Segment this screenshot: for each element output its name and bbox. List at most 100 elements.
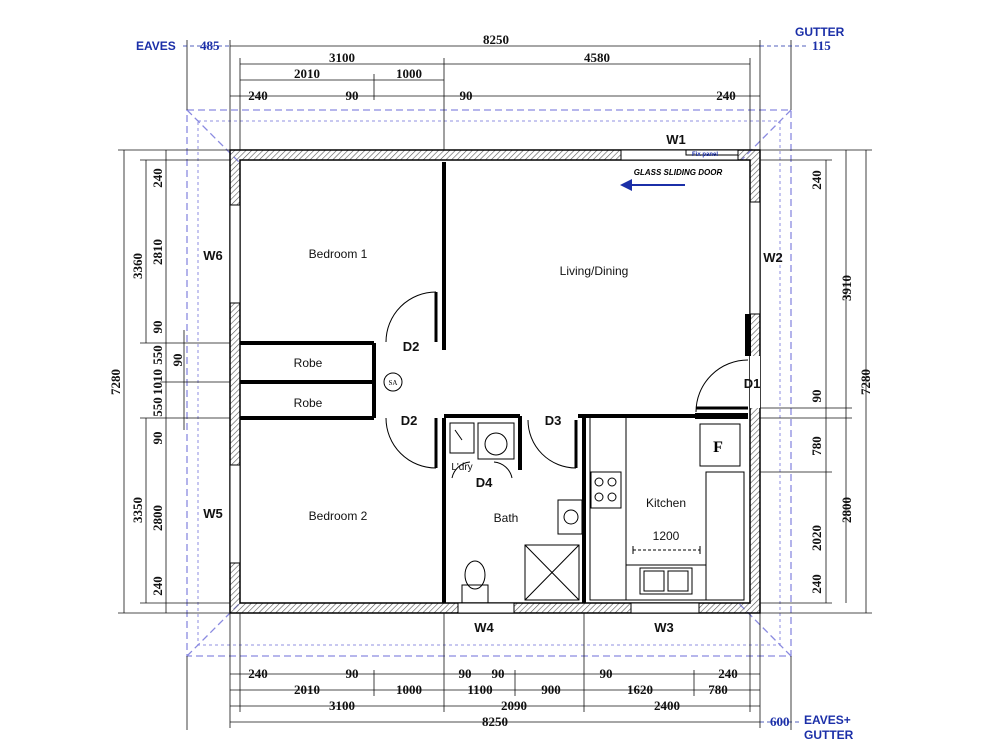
svg-text:550: 550 — [150, 345, 165, 365]
tag-d3: D3 — [545, 413, 562, 428]
svg-text:2810: 2810 — [150, 239, 165, 265]
svg-text:2800: 2800 — [839, 497, 854, 523]
svg-text:780: 780 — [708, 682, 728, 697]
svg-text:90: 90 — [346, 666, 359, 681]
washing-machine — [477, 422, 515, 460]
svg-text:240: 240 — [248, 88, 268, 103]
tag-w6: W6 — [203, 248, 223, 263]
tag-w4: W4 — [474, 620, 494, 635]
window-w2 — [749, 201, 761, 315]
svg-text:2010: 2010 — [294, 682, 320, 697]
svg-text:3350: 3350 — [130, 497, 145, 523]
fix-panel-label: Fix panel — [692, 152, 718, 158]
top-dimensions — [186, 40, 792, 150]
svg-text:2010: 2010 — [294, 66, 320, 81]
svg-text:8250: 8250 — [482, 714, 508, 729]
room-laundry: L'dry — [451, 462, 472, 473]
eaves-gutter-label-2: GUTTER — [804, 728, 854, 742]
svg-text:90: 90 — [150, 432, 165, 445]
opening-tags: W1 W2 W3 W4 W5 W6 D1 D2 D2 D3 D4 Fix pan… — [203, 132, 783, 635]
svg-text:240: 240 — [809, 574, 824, 594]
room-labels: Bedroom 1 Bedroom 2 Living/Dining Robe R… — [294, 247, 723, 543]
room-living-dining: Living/Dining — [560, 264, 629, 278]
svg-text:90: 90 — [170, 354, 185, 367]
room-robe-2: Robe — [294, 396, 323, 410]
svg-text:240: 240 — [718, 666, 738, 681]
svg-text:2800: 2800 — [150, 505, 165, 531]
svg-text:1620: 1620 — [627, 682, 653, 697]
svg-text:780: 780 — [809, 436, 824, 456]
tag-w1: W1 — [666, 132, 686, 147]
room-bath: Bath — [494, 511, 519, 525]
kitchen-dimension: 1200 — [653, 529, 680, 543]
room-robe-1: Robe — [294, 356, 323, 370]
svg-text:240: 240 — [809, 170, 824, 190]
bath-fixtures — [449, 422, 583, 604]
window-w6 — [229, 204, 241, 304]
svg-text:3100: 3100 — [329, 698, 355, 713]
laundry-tub — [449, 422, 475, 454]
svg-text:240: 240 — [716, 88, 736, 103]
kitchen-fixtures — [589, 415, 745, 601]
tag-d4: D4 — [476, 475, 493, 490]
toilet — [461, 584, 489, 604]
svg-text:1000: 1000 — [396, 682, 422, 697]
svg-text:3100: 3100 — [329, 50, 355, 65]
right-dimensions — [760, 149, 872, 614]
gutter-label: GUTTER — [795, 25, 845, 39]
sliding-door-arrow — [620, 179, 685, 191]
eaves-value: 485 — [200, 38, 220, 53]
svg-text:240: 240 — [248, 666, 268, 681]
svg-text:90: 90 — [492, 666, 505, 681]
svg-text:240: 240 — [150, 168, 165, 188]
window-w3 — [630, 602, 700, 614]
svg-text:2400: 2400 — [654, 698, 680, 713]
tag-d2-lower: D2 — [401, 413, 418, 428]
top-dimension-text: 8250 3100 4580 2010 1000 240 90 90 240 — [248, 32, 736, 103]
door-d1-gap — [750, 356, 760, 408]
eaves-gutter-label-1: EAVES+ — [804, 713, 851, 727]
right-dimension-text: 7280 3910 2800 240 90 780 2020 240 — [809, 170, 873, 594]
svg-text:1010: 1010 — [150, 369, 165, 395]
svg-text:3910: 3910 — [839, 275, 854, 301]
svg-text:2020: 2020 — [809, 525, 824, 551]
room-bedroom-2: Bedroom 2 — [309, 509, 368, 523]
tag-d1: D1 — [744, 376, 761, 391]
svg-text:900: 900 — [541, 682, 561, 697]
svg-text:1000: 1000 — [396, 66, 422, 81]
smoke-alarm-icon — [383, 372, 403, 392]
fridge-label: F — [713, 439, 723, 456]
door-swings — [385, 291, 749, 479]
svg-text:90: 90 — [600, 666, 613, 681]
internal-walls — [240, 159, 751, 603]
left-dimensions — [118, 149, 230, 614]
tag-w3: W3 — [654, 620, 674, 635]
room-kitchen: Kitchen — [646, 496, 686, 510]
cooktop — [590, 471, 622, 509]
eaves-gutter-labels: EAVES 485 GUTTER 115 EAVES+ GUTTER 600 — [136, 25, 854, 742]
eaves-gutter-value: 600 — [770, 714, 790, 729]
window-w5 — [229, 464, 241, 564]
svg-text:90: 90 — [809, 390, 824, 403]
eaves-label: EAVES — [136, 39, 176, 53]
fridge — [699, 423, 741, 467]
tag-w2: W2 — [763, 250, 783, 265]
shower — [524, 544, 580, 601]
svg-text:1100: 1100 — [467, 682, 492, 697]
svg-text:90: 90 — [460, 88, 473, 103]
gutter-value: 115 — [812, 38, 831, 53]
svg-text:7280: 7280 — [108, 369, 123, 395]
svg-text:90: 90 — [150, 321, 165, 334]
window-w4 — [457, 602, 515, 614]
room-bedroom-1: Bedroom 1 — [309, 247, 368, 261]
tag-d2-upper: D2 — [403, 339, 420, 354]
smoke-alarm-label: SA — [389, 379, 398, 387]
sink — [639, 567, 693, 595]
svg-text:3360: 3360 — [130, 253, 145, 279]
svg-text:90: 90 — [459, 666, 472, 681]
svg-text:2090: 2090 — [501, 698, 527, 713]
bottom-dimension-text: 240 90 90 90 90 240 2010 1000 1100 900 1… — [248, 666, 738, 729]
svg-text:240: 240 — [150, 576, 165, 596]
svg-text:4580: 4580 — [584, 50, 610, 65]
